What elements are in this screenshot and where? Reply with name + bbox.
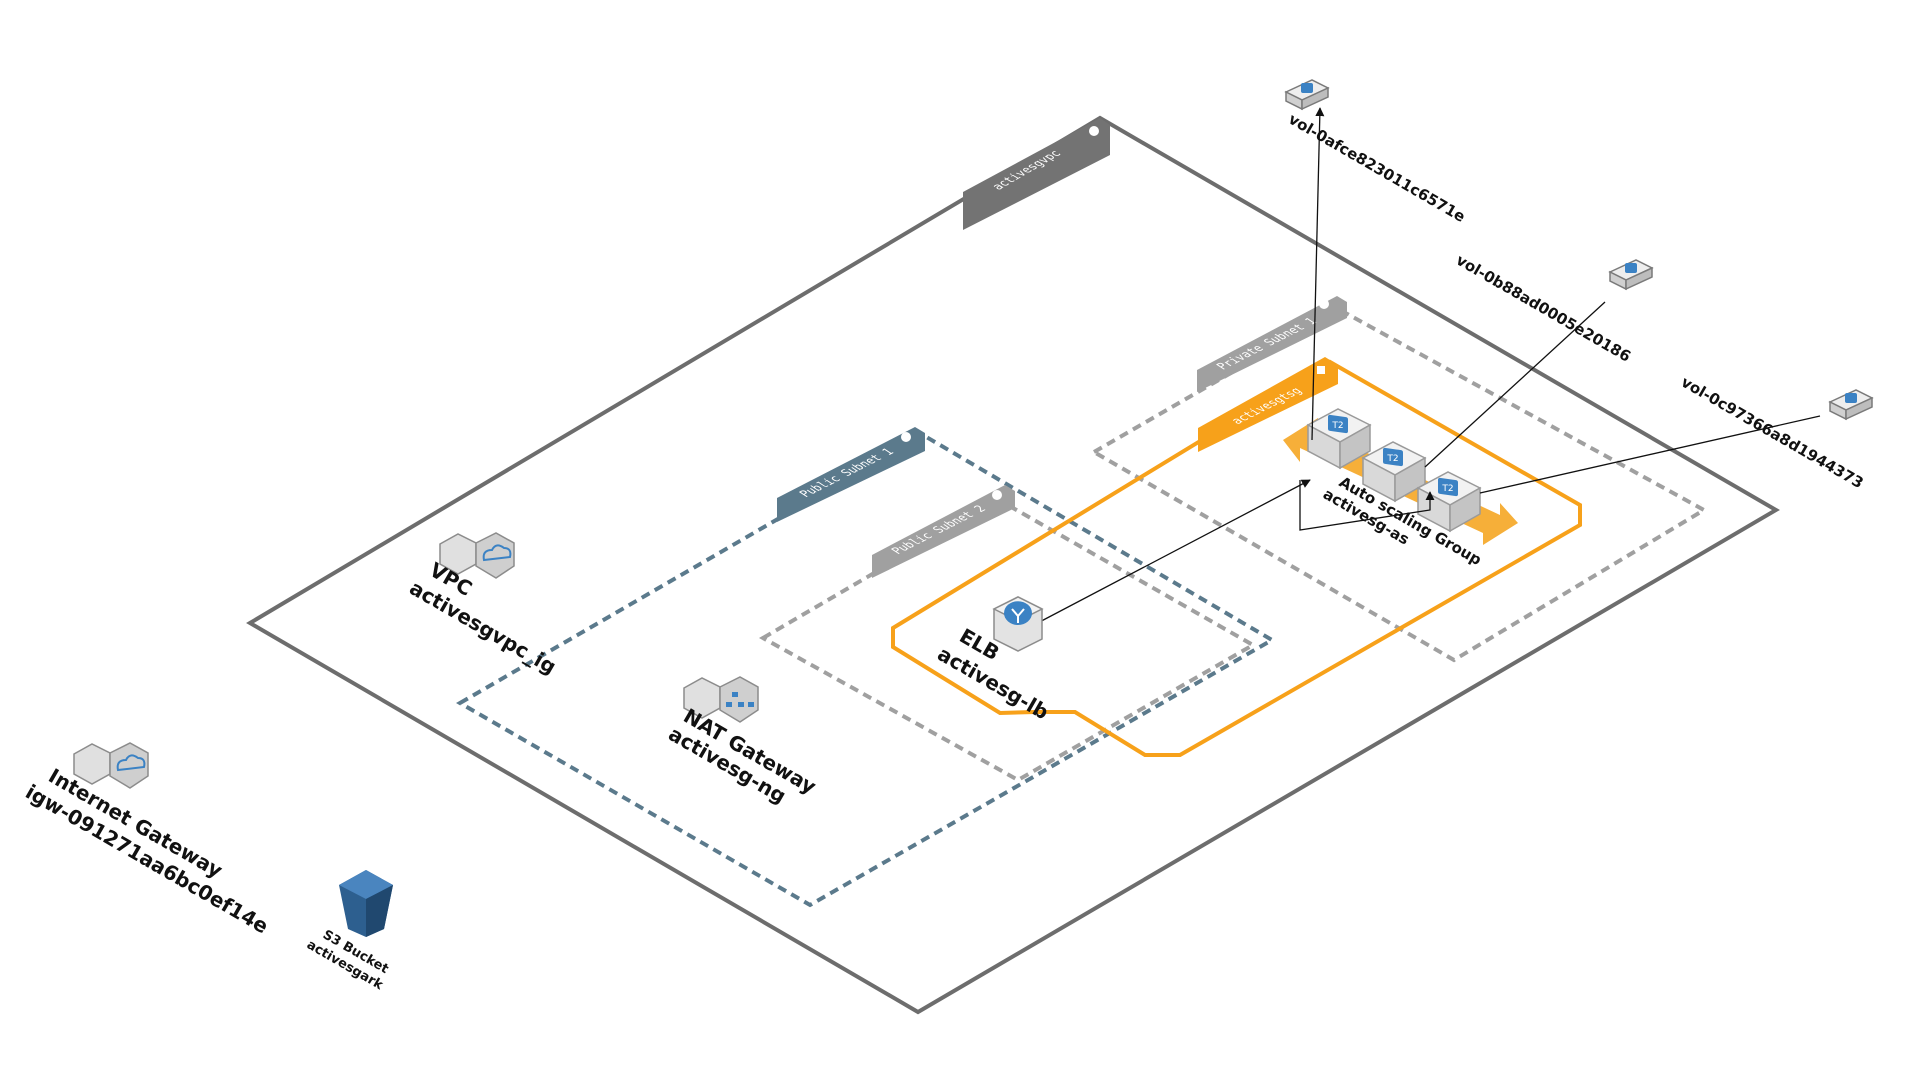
connector-instance3-volume3 <box>1479 415 1821 494</box>
volume-3-label: vol-0c97366a8d1944373 <box>1678 373 1867 492</box>
connector-instance1-volume1 <box>1311 107 1325 441</box>
ebs-volume-icon <box>1284 79 1330 111</box>
instance-badge-icon <box>1328 414 1348 434</box>
private-subnet-lock-icon <box>1319 299 1329 309</box>
vpc-gateway-label-line2: activesgvpc_ig <box>406 576 561 679</box>
nat-gateway-node[interactable]: NAT Gateway activesg-ng <box>665 676 821 808</box>
ebs-volume-icon <box>1828 389 1874 421</box>
connector-elb-asg <box>1029 479 1311 628</box>
public-subnet-2-label: Public Subnet 2 <box>888 503 989 556</box>
public-subnet-2-tab: Public Subnet 2 <box>872 485 1015 578</box>
connector-instance2-volume2 <box>1424 301 1606 468</box>
instance-badge-label: T2 <box>1386 454 1398 464</box>
vpc-gateway-icon <box>439 532 515 579</box>
vpc-container[interactable] <box>246 115 1780 1015</box>
load-balancer-icon <box>992 596 1044 652</box>
instance-badge-label: T2 <box>1331 421 1343 431</box>
s3-bucket-icon <box>339 870 393 937</box>
vpc-gateway-node[interactable]: VPC activesgvpc_ig <box>406 532 561 679</box>
ebs-volume-icon <box>1608 259 1654 291</box>
s3-bucket-node[interactable]: S3 Bucket activesgark <box>304 870 393 993</box>
public-subnet-1-lock-icon <box>901 432 911 442</box>
ebs-volume-3[interactable]: vol-0c97366a8d1944373 <box>1678 373 1874 492</box>
volume-2-label: vol-0b88ad0005e20186 <box>1453 251 1634 366</box>
elb-node[interactable]: ELB activesg-lb <box>934 596 1053 724</box>
connectors <box>1029 107 1821 628</box>
nat-gateway-icon <box>683 676 759 723</box>
security-group[interactable] <box>891 359 1582 757</box>
ebs-volume-2[interactable]: vol-0b88ad0005e20186 <box>1453 251 1654 366</box>
internet-gateway-icon <box>73 742 149 789</box>
vpc-tab: activesgvpc <box>963 118 1110 230</box>
instance-badge-icon <box>1383 447 1403 467</box>
public-subnet-1-label: Public Subnet 1 <box>796 446 897 499</box>
instance-badge-icon <box>1438 477 1458 497</box>
ec2-instance-2[interactable]: T2 <box>1361 441 1427 503</box>
public-subnet-1-tab: Public Subnet 1 <box>777 427 925 522</box>
public-subnet-2-lock-icon <box>992 490 1002 500</box>
volume-1-label: vol-0afce823011c6571e <box>1285 110 1468 226</box>
ec2-instance-1[interactable]: T2 <box>1306 408 1372 470</box>
security-group-shield-icon <box>1317 366 1325 374</box>
private-subnet-label: Private Subnet 1 <box>1213 316 1320 372</box>
ec2-instance-3[interactable]: T2 <box>1416 471 1482 533</box>
internet-gateway-label-line2: igw-091271aa6bc0ef14e <box>22 780 273 939</box>
instance-badge-label: T2 <box>1441 484 1453 494</box>
public-subnet-1[interactable] <box>456 432 1276 908</box>
connector-asg-instances <box>1299 480 1435 531</box>
vpc-cloud-icon <box>1089 126 1099 136</box>
private-subnet[interactable] <box>1090 307 1709 663</box>
internet-gateway-node[interactable]: Internet Gateway igw-091271aa6bc0ef14e <box>22 742 273 939</box>
ebs-volume-1[interactable]: vol-0afce823011c6571e <box>1284 79 1468 226</box>
